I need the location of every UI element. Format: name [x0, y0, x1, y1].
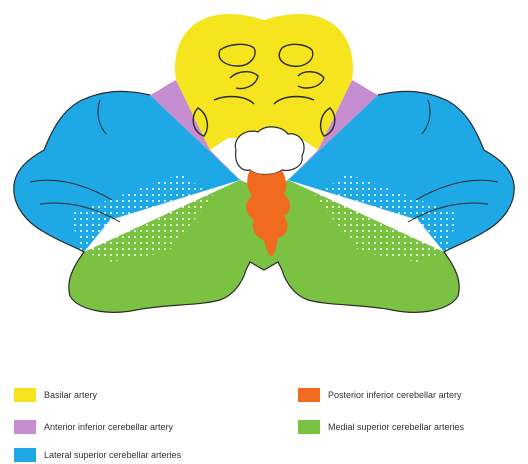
- legend-item-basilar: Basilar artery: [14, 386, 97, 404]
- legend-item-anterior-inferior: Anterior inferior cerebellar artery: [14, 418, 173, 436]
- legend-item-lateral-superior: Lateral superior cerebellar arteries: [14, 446, 181, 464]
- legend-label-basilar: Basilar artery: [44, 390, 97, 400]
- legend-label-medial-superior: Medial superior cerebellar arteries: [328, 422, 464, 432]
- brainstem-cerebellum-section-diagram: [0, 0, 528, 360]
- legend-label-lateral-superior: Lateral superior cerebellar arteries: [44, 450, 181, 460]
- legend-swatch-basilar: [14, 388, 36, 402]
- legend-swatch-posterior-inferior: [298, 388, 320, 402]
- legend-swatch-anterior-inferior: [14, 420, 36, 434]
- legend-swatch-lateral-superior: [14, 448, 36, 462]
- legend: Basilar artery Posterior inferior cerebe…: [0, 378, 528, 464]
- fourth-ventricle: [235, 127, 304, 175]
- legend-item-posterior-inferior: Posterior inferior cerebellar artery: [298, 386, 462, 404]
- legend-label-posterior-inferior: Posterior inferior cerebellar artery: [328, 390, 462, 400]
- legend-swatch-medial-superior: [298, 420, 320, 434]
- legend-label-anterior-inferior: Anterior inferior cerebellar artery: [44, 422, 173, 432]
- legend-item-medial-superior: Medial superior cerebellar arteries: [298, 418, 464, 436]
